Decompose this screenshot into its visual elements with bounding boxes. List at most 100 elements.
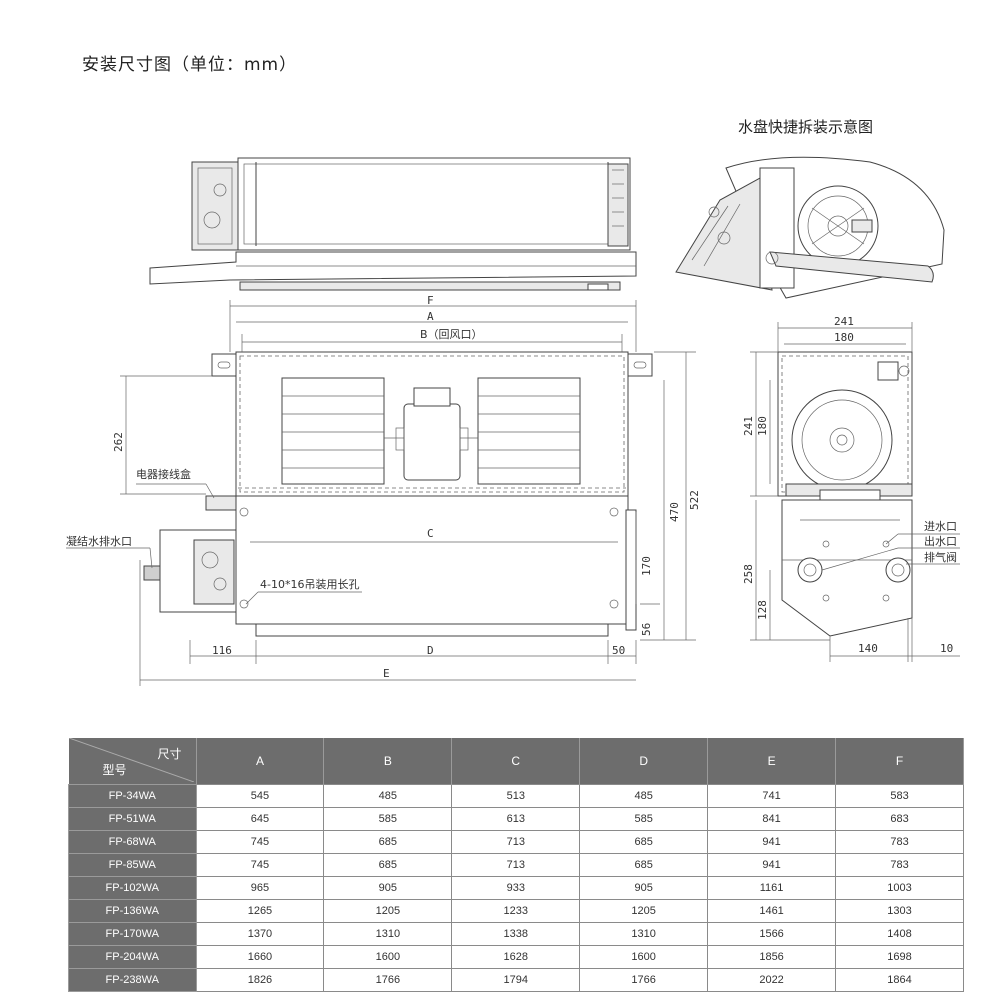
header-B: B [323, 738, 453, 785]
value-cell: 1864 [835, 968, 964, 992]
value-cell: 941 [707, 853, 837, 877]
corner-cell: 尺寸 型号 [68, 738, 197, 785]
value-cell: 713 [451, 853, 581, 877]
value-cell: 1003 [835, 876, 964, 900]
water-in-label: 进水口 [924, 520, 957, 533]
corner-bottom-label: 型号 [102, 763, 127, 777]
value-cell: 905 [579, 876, 709, 900]
value-cell: 485 [323, 784, 453, 808]
dim-50: 50 [612, 644, 625, 657]
water-out-label: 出水口 [924, 534, 957, 548]
quick-tray-title: 水盘快捷拆装示意图 [738, 118, 874, 136]
value-cell: 1408 [835, 922, 964, 946]
dim-241-top: 241 [834, 315, 854, 328]
value-cell: 685 [323, 830, 453, 854]
top-view [149, 157, 637, 291]
model-cell: FP-102WA [68, 876, 197, 900]
model-cell: FP-204WA [68, 945, 197, 969]
value-cell: 1161 [707, 876, 837, 900]
dim-241-side: 241 [742, 416, 755, 436]
dim-F: F [427, 294, 434, 307]
value-cell: 613 [451, 807, 581, 831]
header-D: D [579, 738, 709, 785]
value-cell: 545 [195, 784, 325, 808]
header-E: E [707, 738, 837, 785]
value-cell: 1856 [707, 945, 837, 969]
header-A: A [196, 738, 325, 785]
value-cell: 1600 [579, 945, 709, 969]
dim-180-top: 180 [834, 331, 854, 344]
model-cell: FP-170WA [68, 922, 197, 946]
value-cell: 1766 [323, 968, 453, 992]
value-cell: 585 [323, 807, 453, 831]
dim-140: 140 [858, 642, 878, 655]
value-cell: 1233 [451, 899, 581, 923]
value-cell: 1370 [195, 922, 325, 946]
drain-label: 凝结水排水口 [66, 534, 132, 548]
dim-D: D [427, 644, 434, 657]
vent-valve-label: 排气阀 [924, 550, 957, 564]
dim-262: 262 [112, 432, 125, 452]
value-cell: 1826 [195, 968, 325, 992]
value-cell: 713 [451, 830, 581, 854]
value-cell: 1205 [579, 899, 709, 923]
value-cell: 683 [835, 807, 964, 831]
value-cell: 841 [707, 807, 837, 831]
value-cell: 745 [195, 830, 325, 854]
value-cell: 741 [707, 784, 837, 808]
value-cell: 1794 [451, 968, 581, 992]
value-cell: 783 [835, 830, 964, 854]
value-cell: 1338 [451, 922, 581, 946]
value-cell: 1566 [707, 922, 837, 946]
value-cell: 1660 [195, 945, 325, 969]
value-cell: 1310 [579, 922, 709, 946]
holes-label: 4-10*16吊装用长孔 [260, 578, 359, 591]
value-cell: 2022 [707, 968, 837, 992]
corner-diagonal [68, 738, 194, 782]
value-cell: 1303 [835, 899, 964, 923]
corner-top-label: 尺寸 [157, 747, 182, 761]
value-cell: 685 [579, 830, 709, 854]
value-cell: 965 [195, 876, 325, 900]
model-cell: FP-51WA [68, 807, 197, 831]
value-cell: 783 [835, 853, 964, 877]
value-cell: 645 [195, 807, 325, 831]
dim-180-side: 180 [756, 416, 769, 436]
model-cell: FP-68WA [68, 830, 197, 854]
dim-A: A [427, 310, 434, 323]
spec-header-row: 尺寸 型号 A B C D E F [68, 738, 964, 785]
dim-116: 116 [212, 644, 232, 657]
model-cell: FP-85WA [68, 853, 197, 877]
page-title: 安装尺寸图（单位：mm） [82, 55, 298, 75]
header-C: C [451, 738, 581, 785]
value-cell: 933 [451, 876, 581, 900]
value-cell: 1265 [195, 899, 325, 923]
installation-drawing: F A B（回风口） C 116 D 50 E 262 522 470 1 [66, 156, 960, 686]
value-cell: 1766 [579, 968, 709, 992]
dim-522: 522 [688, 490, 701, 510]
dim-E: E [383, 667, 390, 680]
header-F: F [835, 738, 964, 785]
dim-170: 170 [640, 556, 653, 576]
value-cell: 1628 [451, 945, 581, 969]
value-cell: 905 [323, 876, 453, 900]
tray-illustration [675, 156, 945, 299]
value-cell: 685 [579, 853, 709, 877]
value-cell: 485 [579, 784, 709, 808]
dim-10: 10 [940, 642, 953, 655]
value-cell: 1698 [835, 945, 964, 969]
dim-C: C [427, 527, 434, 540]
dim-470: 470 [668, 502, 681, 522]
value-cell: 1600 [323, 945, 453, 969]
side-view [777, 351, 913, 637]
value-cell: 685 [323, 853, 453, 877]
value-cell: 1461 [707, 899, 837, 923]
